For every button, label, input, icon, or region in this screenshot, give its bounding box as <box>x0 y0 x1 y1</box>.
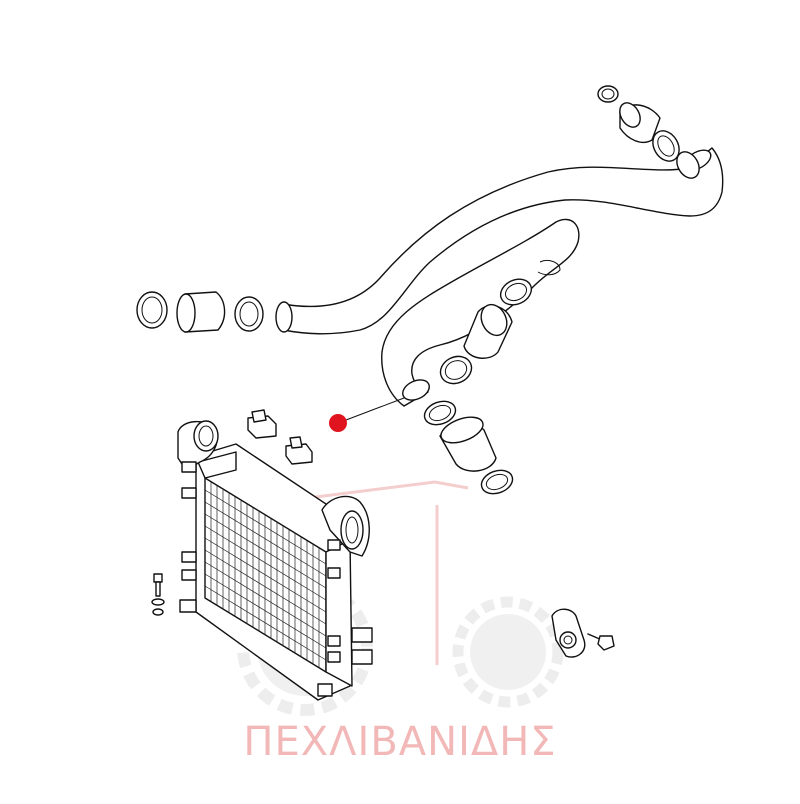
mounting-bolt-left <box>151 573 165 616</box>
watermark-brand-text: ΠΕΧΛΙΒΑΝΙΔΗΣ <box>243 719 557 765</box>
intercooler-mount-tabs-left <box>179 461 197 613</box>
left-hose-clamp-outer <box>136 291 168 329</box>
intercooler-fin-grid <box>204 477 327 673</box>
top-rubber-sleeve <box>619 102 661 144</box>
intercooler-bracket-a <box>247 409 277 439</box>
left-rubber-sleeve <box>176 291 226 333</box>
lower-hose-clamp-b <box>480 469 514 495</box>
intercooler-bracket-b <box>285 436 313 465</box>
lower-hose-clamp-a <box>423 400 457 426</box>
top-hose-clamp-b <box>652 130 680 162</box>
left-hose-clamp-inner <box>234 296 264 332</box>
top-hose-clamp-c <box>676 151 700 179</box>
clip-bolt <box>587 633 615 651</box>
pipe-support-clip <box>551 608 586 658</box>
mid-hose-clamp-b <box>439 355 473 385</box>
intercooler-mount-tabs-right <box>317 539 373 697</box>
intercooler-outlet-tank <box>321 495 370 557</box>
intercooler-inlet-tank <box>177 420 219 471</box>
mid-hose-clamp-a <box>499 278 533 306</box>
lower-rubber-sleeve <box>439 416 497 472</box>
top-hose-clamp-a <box>597 85 619 103</box>
highlight-marker <box>329 397 405 432</box>
mid-rubber-sleeve <box>463 303 513 359</box>
watermark-front-gear <box>452 596 564 708</box>
